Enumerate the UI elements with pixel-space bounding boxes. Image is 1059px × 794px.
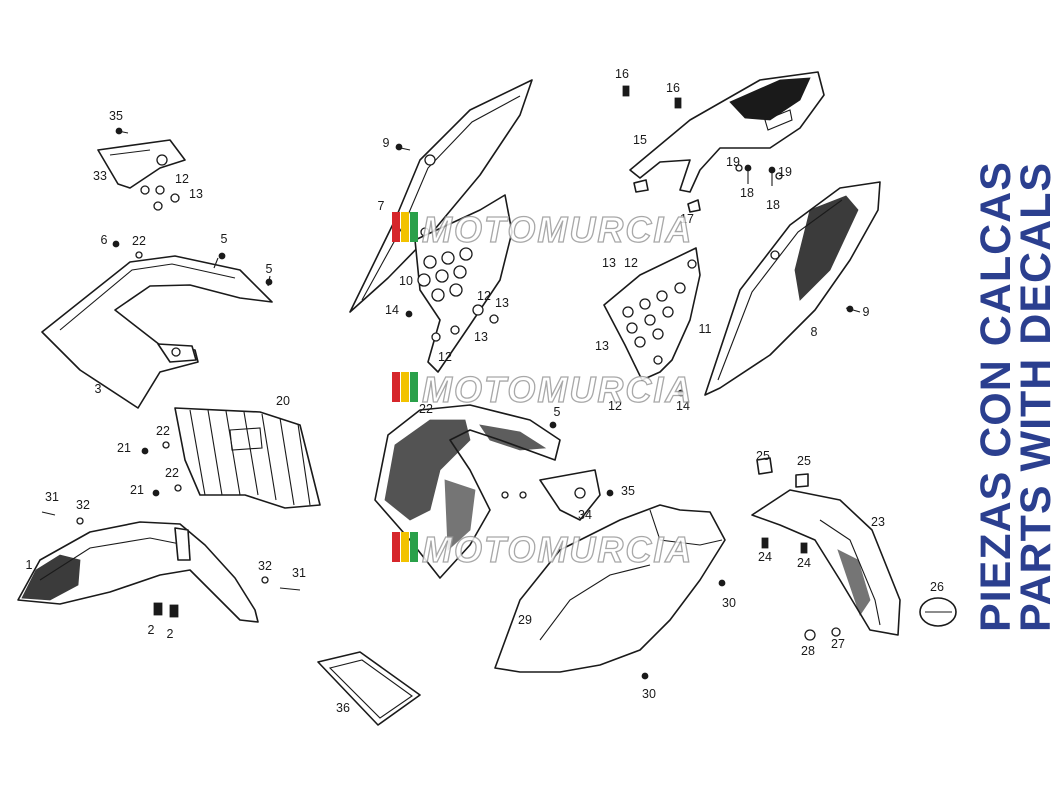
part-23-plate-holder [751, 457, 901, 641]
part-20-radiator-grille [141, 407, 321, 509]
callout-label: 26 [930, 580, 944, 594]
watermark-text: MOTOMURCIA [422, 529, 693, 570]
callout-label: 34 [578, 508, 592, 522]
callout-label: 24 [758, 550, 772, 564]
callout-label: 3 [95, 382, 102, 396]
callout-label: 33 [93, 169, 107, 183]
callout-label: 18 [766, 198, 780, 212]
callout-label: 28 [801, 644, 815, 658]
callout-label: 22 [419, 402, 433, 416]
callout-label: 22 [165, 466, 179, 480]
callout-label: 27 [831, 637, 845, 651]
callout-label: 12 [175, 172, 189, 186]
part-11-inner-panel [603, 247, 701, 397]
callout-label: 31 [292, 566, 306, 580]
callout-label: 12 [438, 350, 452, 364]
callout-label: 14 [385, 303, 399, 317]
callout-label: 21 [117, 441, 131, 455]
callout-label: 22 [156, 424, 170, 438]
callout-label: 30 [642, 687, 656, 701]
callout-label: 8 [811, 325, 818, 339]
callout-label: 13 [189, 187, 203, 201]
callout-label: 20 [276, 394, 290, 408]
callout-label: 5 [554, 405, 561, 419]
callout-label: 13 [602, 256, 616, 270]
callout-label: 35 [109, 109, 123, 123]
part-36-decal-sheet [317, 651, 421, 726]
callout-label: 18 [740, 186, 754, 200]
callout-label: 32 [76, 498, 90, 512]
callout-label: 16 [615, 67, 629, 81]
callout-label: 36 [336, 701, 350, 715]
callout-label: 30 [722, 596, 736, 610]
callout-label: 29 [518, 613, 532, 627]
callout-label: 21 [130, 483, 144, 497]
callout-label: 6 [101, 233, 108, 247]
callout-label: 32 [258, 559, 272, 573]
callout-label: 17 [680, 212, 694, 226]
part-22-front-panel [374, 404, 561, 579]
watermark-row-2: MOTOMURCIA [392, 368, 693, 411]
callout-label: 31 [45, 490, 59, 504]
watermark-text: MOTOMURCIA [422, 209, 693, 250]
callout-label: 12 [608, 399, 622, 413]
watermark-row-1: MOTOMURCIA [392, 208, 693, 251]
callout-label: 10 [399, 274, 413, 288]
watermark-row-3: MOTOMURCIA [392, 528, 693, 571]
part-29-rear-fender [494, 504, 726, 680]
callout-label: 11 [699, 322, 712, 336]
watermark-text: MOTOMURCIA [422, 369, 693, 410]
callout-label: 2 [148, 623, 155, 637]
callout-label: 12 [477, 289, 491, 303]
callout-label: 15 [633, 133, 647, 147]
callout-label: 9 [863, 305, 870, 319]
part-15-tail [622, 71, 825, 213]
part-33-bracket [97, 127, 186, 211]
callout-label: 12 [624, 256, 638, 270]
callout-label: 24 [797, 556, 811, 570]
part-10-inner-panel [405, 194, 513, 373]
part-1-front-fender [17, 511, 301, 623]
callout-label: 5 [221, 232, 228, 246]
callout-label: 23 [871, 515, 885, 529]
callout-label: 25 [756, 449, 770, 463]
callout-label: 16 [666, 81, 680, 95]
part-8-side-panel [704, 181, 881, 396]
callout-label: 5 [266, 262, 273, 276]
part-3-front-cover [41, 240, 273, 409]
callout-label: 14 [676, 399, 690, 413]
callout-label: 9 [383, 136, 390, 150]
callout-label: 1 [26, 558, 33, 572]
side-title-english: PARTS WITH DECALS [1012, 161, 1059, 632]
callout-label: 19 [778, 165, 792, 179]
callout-label: 13 [595, 339, 609, 353]
callout-label: 7 [378, 199, 385, 213]
callout-label: 13 [495, 296, 509, 310]
callout-label: 35 [621, 484, 635, 498]
part-26-reflector [919, 597, 957, 627]
callout-label: 13 [474, 330, 488, 344]
callout-label: 25 [797, 454, 811, 468]
callout-label: 19 [726, 155, 740, 169]
part-34-bracket [501, 469, 614, 521]
part-7-side-panel [349, 79, 533, 313]
callout-label: 2 [167, 627, 174, 641]
callout-label: 22 [132, 234, 146, 248]
